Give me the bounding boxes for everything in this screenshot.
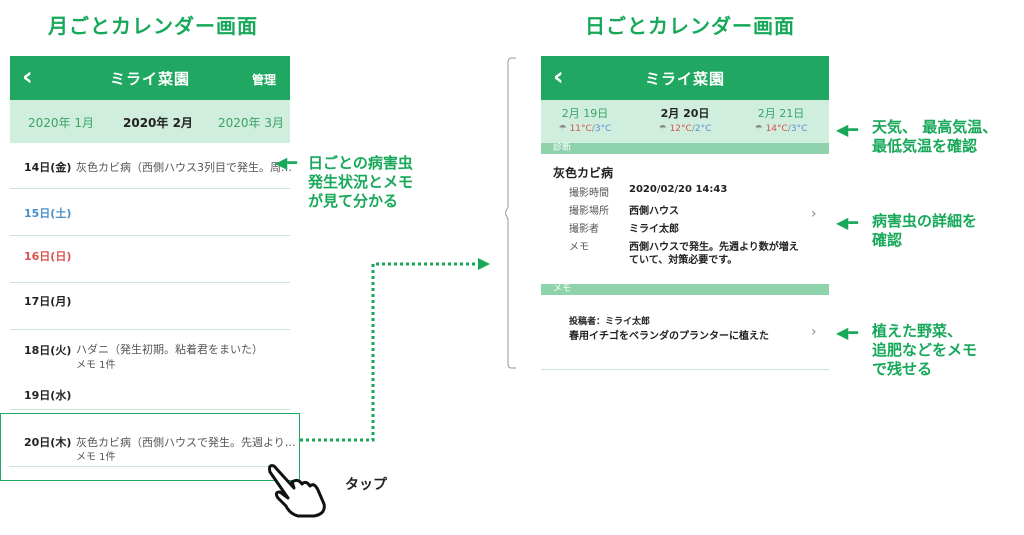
row-note: 灰色カビ病（西側ハウス3列目で発生。周… [76,161,292,174]
weather-icon: ☂ [754,124,763,134]
highlighted-calendar-row[interactable]: 20日(木) 灰色カビ病（西側ハウスで発生。先週より… メモ 1件 [0,413,300,481]
app-bar: ‹ ミライ菜園 管理 [10,56,290,100]
bracket [505,57,516,369]
callout-memo: 植えた野菜、 追肥などをメモ で残せる [872,322,978,378]
back-icon[interactable]: ‹ [22,62,33,92]
memo-text: 春用イチゴをベランダのプランターに植えた [569,331,769,342]
monthly-calendar-screen: ‹ ミライ菜園 管理 2020年 1月 2020年 2月 2020年 3月 14… [10,56,292,476]
daily-calendar-heading: 日ごとカレンダー画面 [585,14,795,38]
calendar-row[interactable]: 19日(水) [10,377,290,410]
row-memo-count: メモ 1件 [76,360,116,371]
day-prev[interactable]: 2月 19日 ☂ 11°C/3°C [558,107,612,134]
row-date: 20日(木) [24,436,72,449]
callout-weather: 天気、 最高気温、 最低気温を確認 [872,118,998,155]
calendar-row[interactable]: 14日(金) 灰色カビ病（西側ハウス3列目で発生。周… [10,143,292,189]
arrow-left-icon: ◀━ [275,153,297,172]
divider [541,369,829,370]
app-title: ミライ菜園 [644,70,725,88]
current-month: 2020年 2月 [123,116,193,130]
back-icon[interactable]: ‹ [553,62,564,92]
row-date: 19日(水) [24,389,72,402]
weather-icon: ☂ [658,124,667,134]
arrow-left-icon: ◀━ [836,323,858,342]
diagnosis-section-header: 診断 [541,143,829,154]
row-date: 17日(月) [24,295,72,308]
memo-section-header: メモ [541,284,829,295]
tap-label: タップ [345,477,387,493]
callout-detail: 病害虫の詳細を 確認 [872,212,978,249]
row-date: 16日(日) [24,250,72,263]
calendar-row[interactable]: 18日(火) ハダニ（発生初期。粘着君をまいた） メモ 1件 [10,330,290,376]
chevron-right-icon: › [811,324,817,340]
tap-hand-icon [268,464,326,518]
arrow-left-icon: ◀━ [836,120,858,139]
calendar-row[interactable]: 15日(土) [10,189,290,236]
memo-item[interactable]: 投稿者：ミライ太郎 春用イチゴをベランダのプランターに植えた › [541,304,829,354]
monthly-calendar-heading: 月ごとカレンダー画面 [48,14,258,38]
calendar-row[interactable]: 17日(月) [10,283,290,330]
row-note: 灰色カビ病（西側ハウスで発生。先週より… [76,436,296,449]
prev-month-button[interactable]: 2020年 1月 [28,116,94,130]
memo-poster-label: 投稿者： [569,317,606,327]
calendar-row[interactable]: 16日(日) [10,236,290,283]
row-memo-count: メモ 1件 [76,452,116,463]
manage-button[interactable]: 管理 [251,73,276,87]
day-next[interactable]: 2月 21日 ☂ 14°C/3°C [754,107,808,134]
arrow-left-icon: ◀━ [836,213,858,232]
connector-dotted-arrow [300,258,490,442]
row-date: 15日(土) [24,207,72,220]
app-title: ミライ菜園 [109,70,190,88]
chevron-right-icon: › [811,206,817,222]
daily-calendar-screen: ‹ ミライ菜園 2月 19日 ☂ 11°C/3°C 2月 20日 ☂ 12°C/… [541,56,829,370]
day-selector: 2月 19日 ☂ 11°C/3°C 2月 20日 ☂ 12°C/2°C 2月 2… [541,100,829,143]
weather-icon: ☂ [558,124,567,134]
divider [9,466,275,467]
next-month-button[interactable]: 2020年 3月 [218,116,284,130]
month-selector: 2020年 1月 2020年 2月 2020年 3月 [10,100,290,143]
row-note: ハダニ（発生初期。粘着君をまいた） [76,343,263,356]
row-date: 14日(金) [24,161,72,174]
disease-name: 灰色カビ病 [553,166,614,180]
day-current: 2月 20日 ☂ 12°C/2°C [658,107,712,134]
app-bar: ‹ ミライ菜園 [541,56,829,100]
memo-poster: ミライ太郎 [605,317,651,327]
callout-monthly: 日ごとの病害虫 発生状況とメモ が見て分かる [308,154,414,210]
row-date: 18日(火) [24,344,72,357]
